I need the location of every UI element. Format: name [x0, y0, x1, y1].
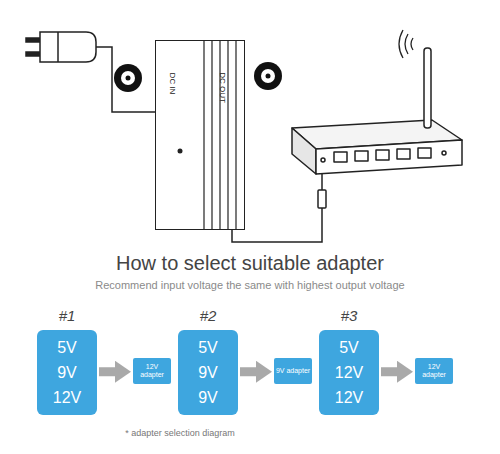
voltage-value: 9V — [53, 360, 81, 385]
voltage-value: 12V — [335, 385, 363, 410]
wifi-waves — [399, 30, 413, 58]
text-group: 9V adapter — [276, 367, 310, 375]
subtitle: Recommend input voltage the same with hi… — [0, 279, 500, 291]
adapter-label: 12V adapter — [415, 363, 453, 379]
text-group: 5V9V9V — [198, 335, 218, 410]
caption: * adapter selection diagram — [90, 428, 270, 438]
voltage-value: 12V — [53, 385, 81, 410]
voltage-value: 9V — [198, 385, 218, 410]
selection-arrow — [99, 367, 115, 376]
port-label: DC IN — [168, 72, 177, 94]
voltage-value: 9V — [198, 360, 218, 385]
barrel-icon — [114, 64, 142, 92]
input-cord — [96, 47, 156, 112]
adapter-box: 12V adapter — [133, 358, 171, 384]
voltage-box: #25V9V9V — [178, 330, 238, 415]
adapter-box: 9V adapter — [274, 358, 312, 384]
barrel-icon — [254, 62, 282, 90]
selection-arrow — [240, 367, 256, 376]
voltage-box: #35V12V12V — [319, 330, 379, 415]
text-group: 5V12V12V — [335, 335, 363, 410]
selection-arrow — [381, 367, 397, 376]
option-number: #2 — [178, 307, 238, 324]
title: How to select suitable adapter — [0, 252, 500, 275]
output-cable — [232, 208, 322, 242]
voltage-box: #15V9V12V — [37, 330, 97, 415]
option-number: #3 — [319, 307, 379, 324]
voltage-value: 5V — [198, 335, 218, 360]
converter-ridges — [156, 41, 244, 229]
adapter-box: 12V adapter — [415, 358, 453, 384]
voltage-value: 12V — [335, 360, 363, 385]
text-group: 12V adapter — [133, 363, 171, 379]
antenna — [424, 48, 431, 128]
voltage-value: 5V — [335, 335, 363, 360]
adapter-label: 9V adapter — [276, 367, 310, 375]
text-group: 5V9V12V — [53, 335, 81, 410]
voltage-value: 5V — [53, 335, 81, 360]
port-label: DC OUT — [217, 72, 226, 103]
option-number: #1 — [37, 307, 97, 324]
dc-plug — [318, 190, 326, 208]
adapter-label: 12V adapter — [133, 363, 171, 379]
wall-adapter — [26, 32, 96, 62]
text-group: 12V adapter — [415, 363, 453, 379]
converter-box: DC IN DC OUT — [155, 40, 245, 230]
router — [292, 120, 462, 174]
